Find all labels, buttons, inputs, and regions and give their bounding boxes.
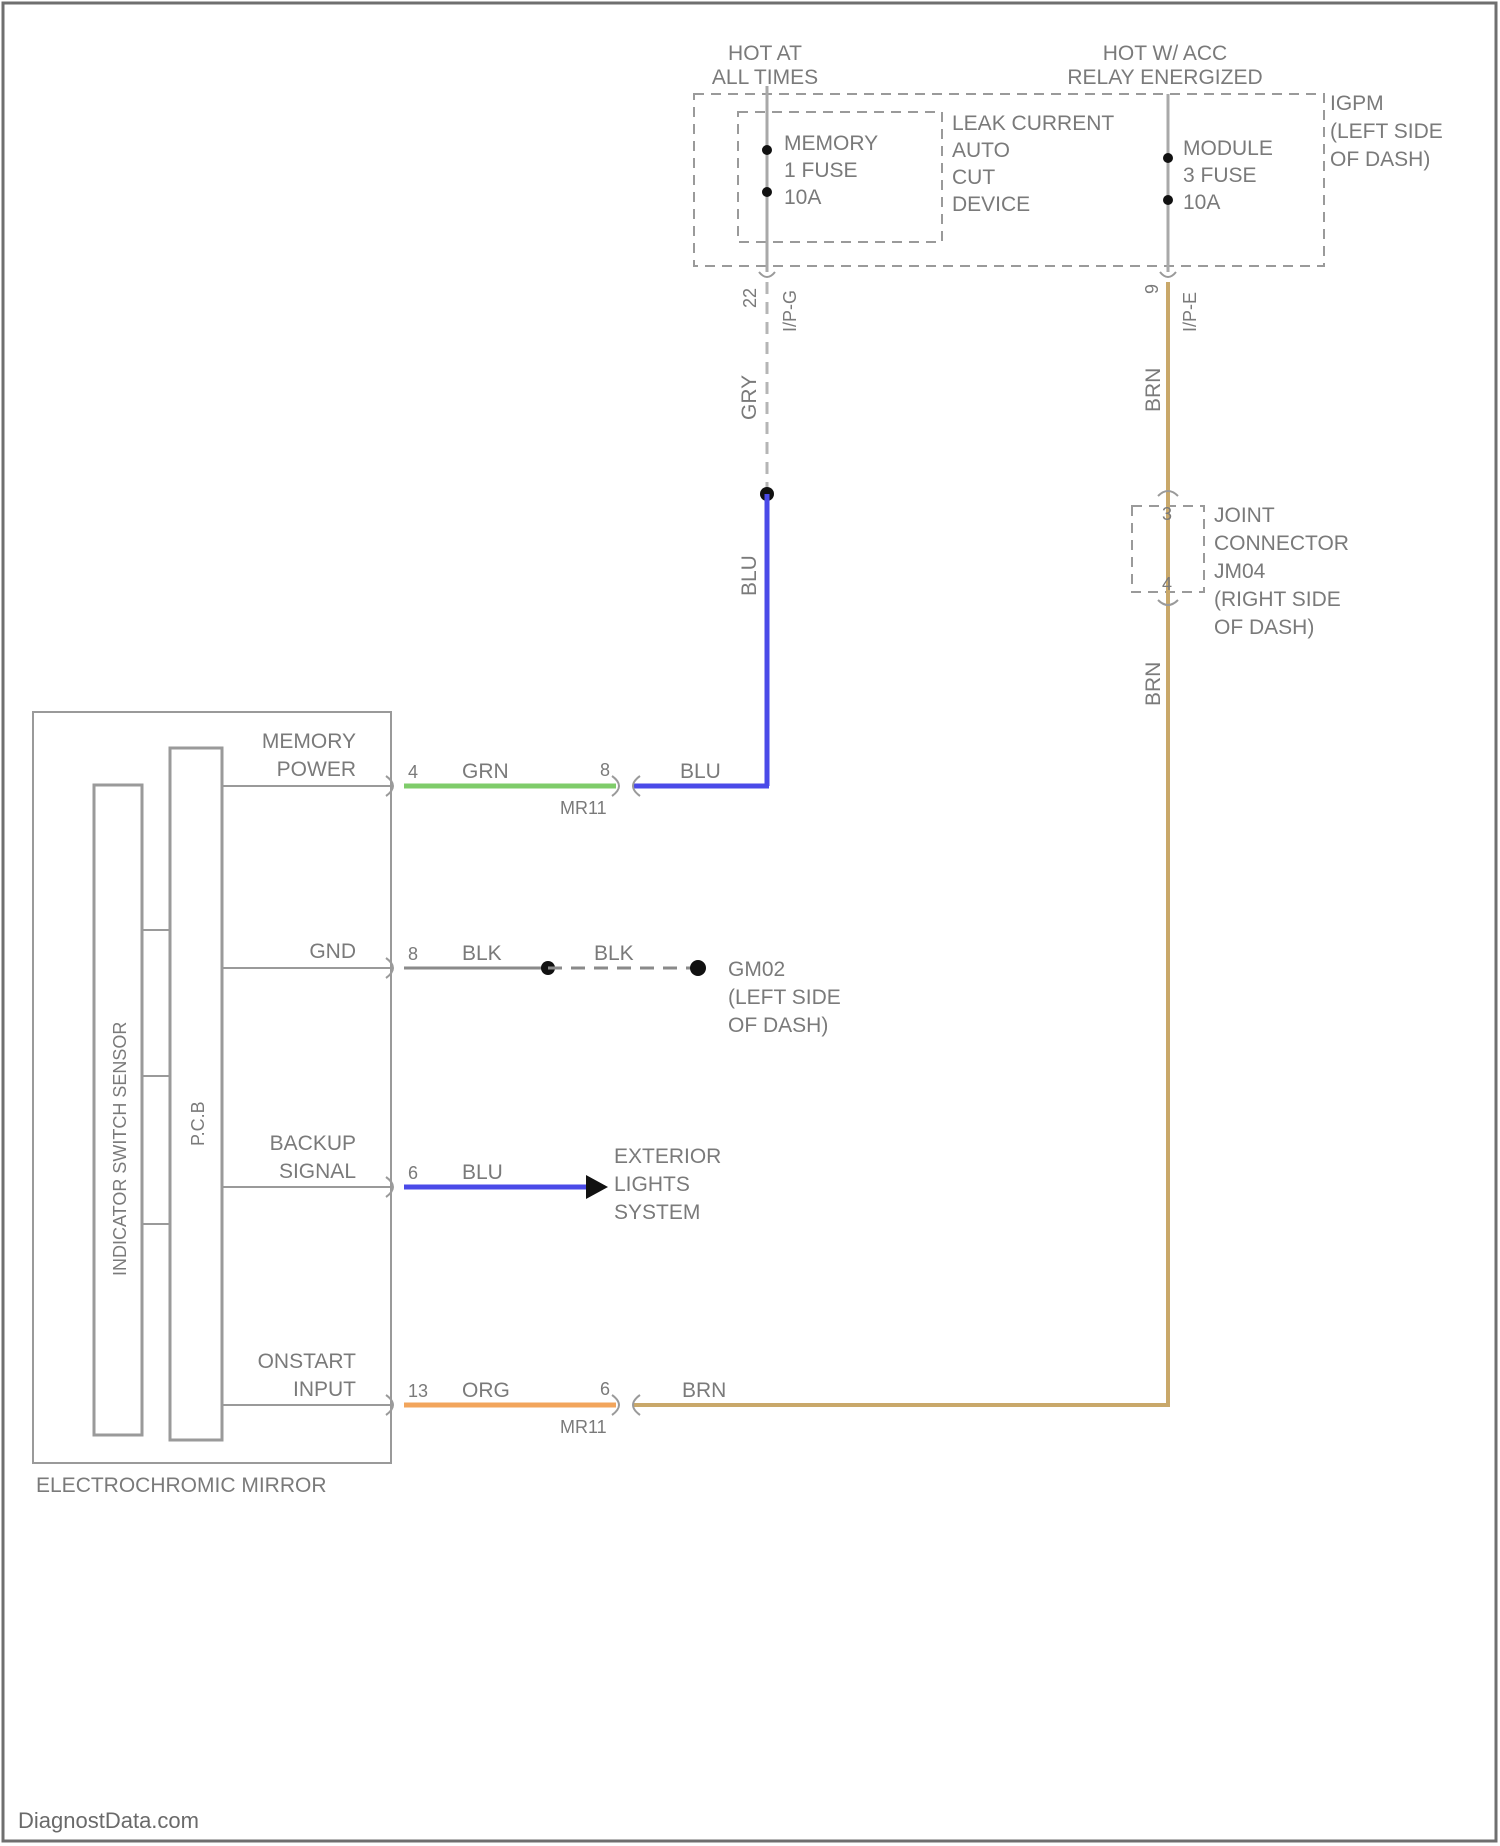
pin-gnd-number: 8 (408, 944, 418, 964)
indicator-sensor-label: INDICATOR SWITCH SENSOR (110, 1022, 130, 1276)
pin-left-connector-id: I/P-G (780, 290, 800, 332)
module-fuse-node-top (1163, 153, 1173, 163)
exterior-line3: SYSTEM (614, 1201, 700, 1224)
exterior-line2: LIGHTS (614, 1173, 690, 1196)
ground-point (690, 960, 706, 976)
pin-right-connector-id: I/P-E (1180, 292, 1200, 332)
module-fuse-line1: MODULE (1183, 137, 1273, 160)
memory-fuse-line1: MEMORY (784, 132, 878, 155)
leak-device-line3: CUT (952, 166, 995, 189)
pin-left-connector (759, 272, 775, 277)
blu-horizontal-label: BLU (680, 760, 721, 783)
memory-power-circuit: GRY BLU BLU GRN 8 MR11 (404, 282, 774, 818)
leak-device-line1: LEAK CURRENT (952, 112, 1114, 135)
mirror-title: ELECTROCHROMIC MIRROR (36, 1474, 327, 1497)
gnd-label: GND (309, 940, 356, 963)
blk-wire-label-1: BLK (462, 942, 502, 965)
gry-wire-label: GRY (738, 375, 761, 420)
footer-watermark: DiagnostData.com (18, 1808, 199, 1833)
leak-device-line2: AUTO (952, 139, 1010, 162)
memory-power-line2: POWER (277, 758, 356, 781)
module-fuse-node-bottom (1163, 195, 1173, 205)
brn-horizontal-label: BRN (682, 1379, 726, 1402)
electrochromic-mirror: INDICATOR SWITCH SENSOR P.C.B MEMORY POW… (33, 712, 428, 1497)
exterior-line1: EXTERIOR (614, 1145, 721, 1168)
memory-fuse-node-bottom (762, 187, 772, 197)
hot-relay-line1: HOT W/ ACC (1103, 42, 1227, 65)
onstart-line1: ONSTART (258, 1350, 357, 1373)
page-border (3, 3, 1496, 1841)
fuse-box: HOT AT ALL TIMES HOT W/ ACC RELAY ENERGI… (694, 42, 1443, 332)
mr11-label-top: MR11 (560, 798, 607, 818)
igpm-name-line3: OF DASH) (1330, 148, 1430, 171)
ground-label-line1: GM02 (728, 958, 785, 981)
joint-label-line3: JM04 (1214, 560, 1266, 583)
mr11-pin-bottom: 6 (600, 1379, 610, 1399)
memory-fuse-node-top (762, 145, 772, 155)
backup-line2: SIGNAL (279, 1160, 356, 1183)
backup-signal-circuit: BLU EXTERIOR LIGHTS SYSTEM (404, 1145, 721, 1224)
pin-right-connector (1160, 272, 1176, 277)
memory-power-line1: MEMORY (262, 730, 356, 753)
pin-memory-number: 4 (408, 762, 418, 782)
pin-onstart-number: 13 (408, 1381, 428, 1401)
backup-line1: BACKUP (270, 1132, 356, 1155)
memory-fuse-line2: 1 FUSE (784, 159, 858, 182)
pin-right-number: 9 (1142, 284, 1162, 294)
hot-at-all-times-line1: HOT AT (728, 42, 802, 65)
igpm-name-line2: (LEFT SIDE (1330, 120, 1443, 143)
igpm-name-line1: IGPM (1330, 92, 1384, 115)
hot-at-all-times-line2: ALL TIMES (712, 66, 818, 89)
joint-label-line4: (RIGHT SIDE (1214, 588, 1341, 611)
module-fuse-line3: 10A (1183, 191, 1220, 214)
ground-circuit: BLK BLK GM02 (LEFT SIDE OF DASH) (404, 942, 841, 1037)
blu-backup-label: BLU (462, 1161, 503, 1184)
module-fuse-line2: 3 FUSE (1183, 164, 1257, 187)
grn-wire-label: GRN (462, 760, 509, 783)
ground-label-line2: (LEFT SIDE (728, 986, 841, 1009)
exterior-arrow-icon (586, 1175, 608, 1199)
joint-pin-bottom: 4 (1162, 574, 1172, 594)
joint-pin-top: 3 (1162, 504, 1172, 524)
joint-label-line1: JOINT (1214, 504, 1275, 527)
brn-mid-label: BRN (1142, 662, 1165, 706)
leak-device-line4: DEVICE (952, 193, 1030, 216)
onstart-circuit: BRN BRN 3 4 JOINT CONNECTOR JM04 (RIGHT … (404, 282, 1349, 1437)
hot-relay-line2: RELAY ENERGIZED (1067, 66, 1262, 89)
mr11-label-bottom: MR11 (560, 1417, 607, 1437)
blu-vertical-label: BLU (738, 555, 761, 596)
mr11-pin-top: 8 (600, 760, 610, 780)
blk-wire-label-2: BLK (594, 942, 634, 965)
pcb-box (170, 748, 222, 1440)
ground-label-line3: OF DASH) (728, 1014, 828, 1037)
org-wire-label: ORG (462, 1379, 510, 1402)
pcb-label: P.C.B (188, 1101, 208, 1146)
brn-top-label: BRN (1142, 368, 1165, 412)
joint-label-line5: OF DASH) (1214, 616, 1314, 639)
onstart-line2: INPUT (293, 1378, 356, 1401)
pin-left-number: 22 (740, 288, 760, 308)
joint-label-line2: CONNECTOR (1214, 532, 1349, 555)
pin-backup-number: 6 (408, 1163, 418, 1183)
memory-fuse-line3: 10A (784, 186, 821, 209)
